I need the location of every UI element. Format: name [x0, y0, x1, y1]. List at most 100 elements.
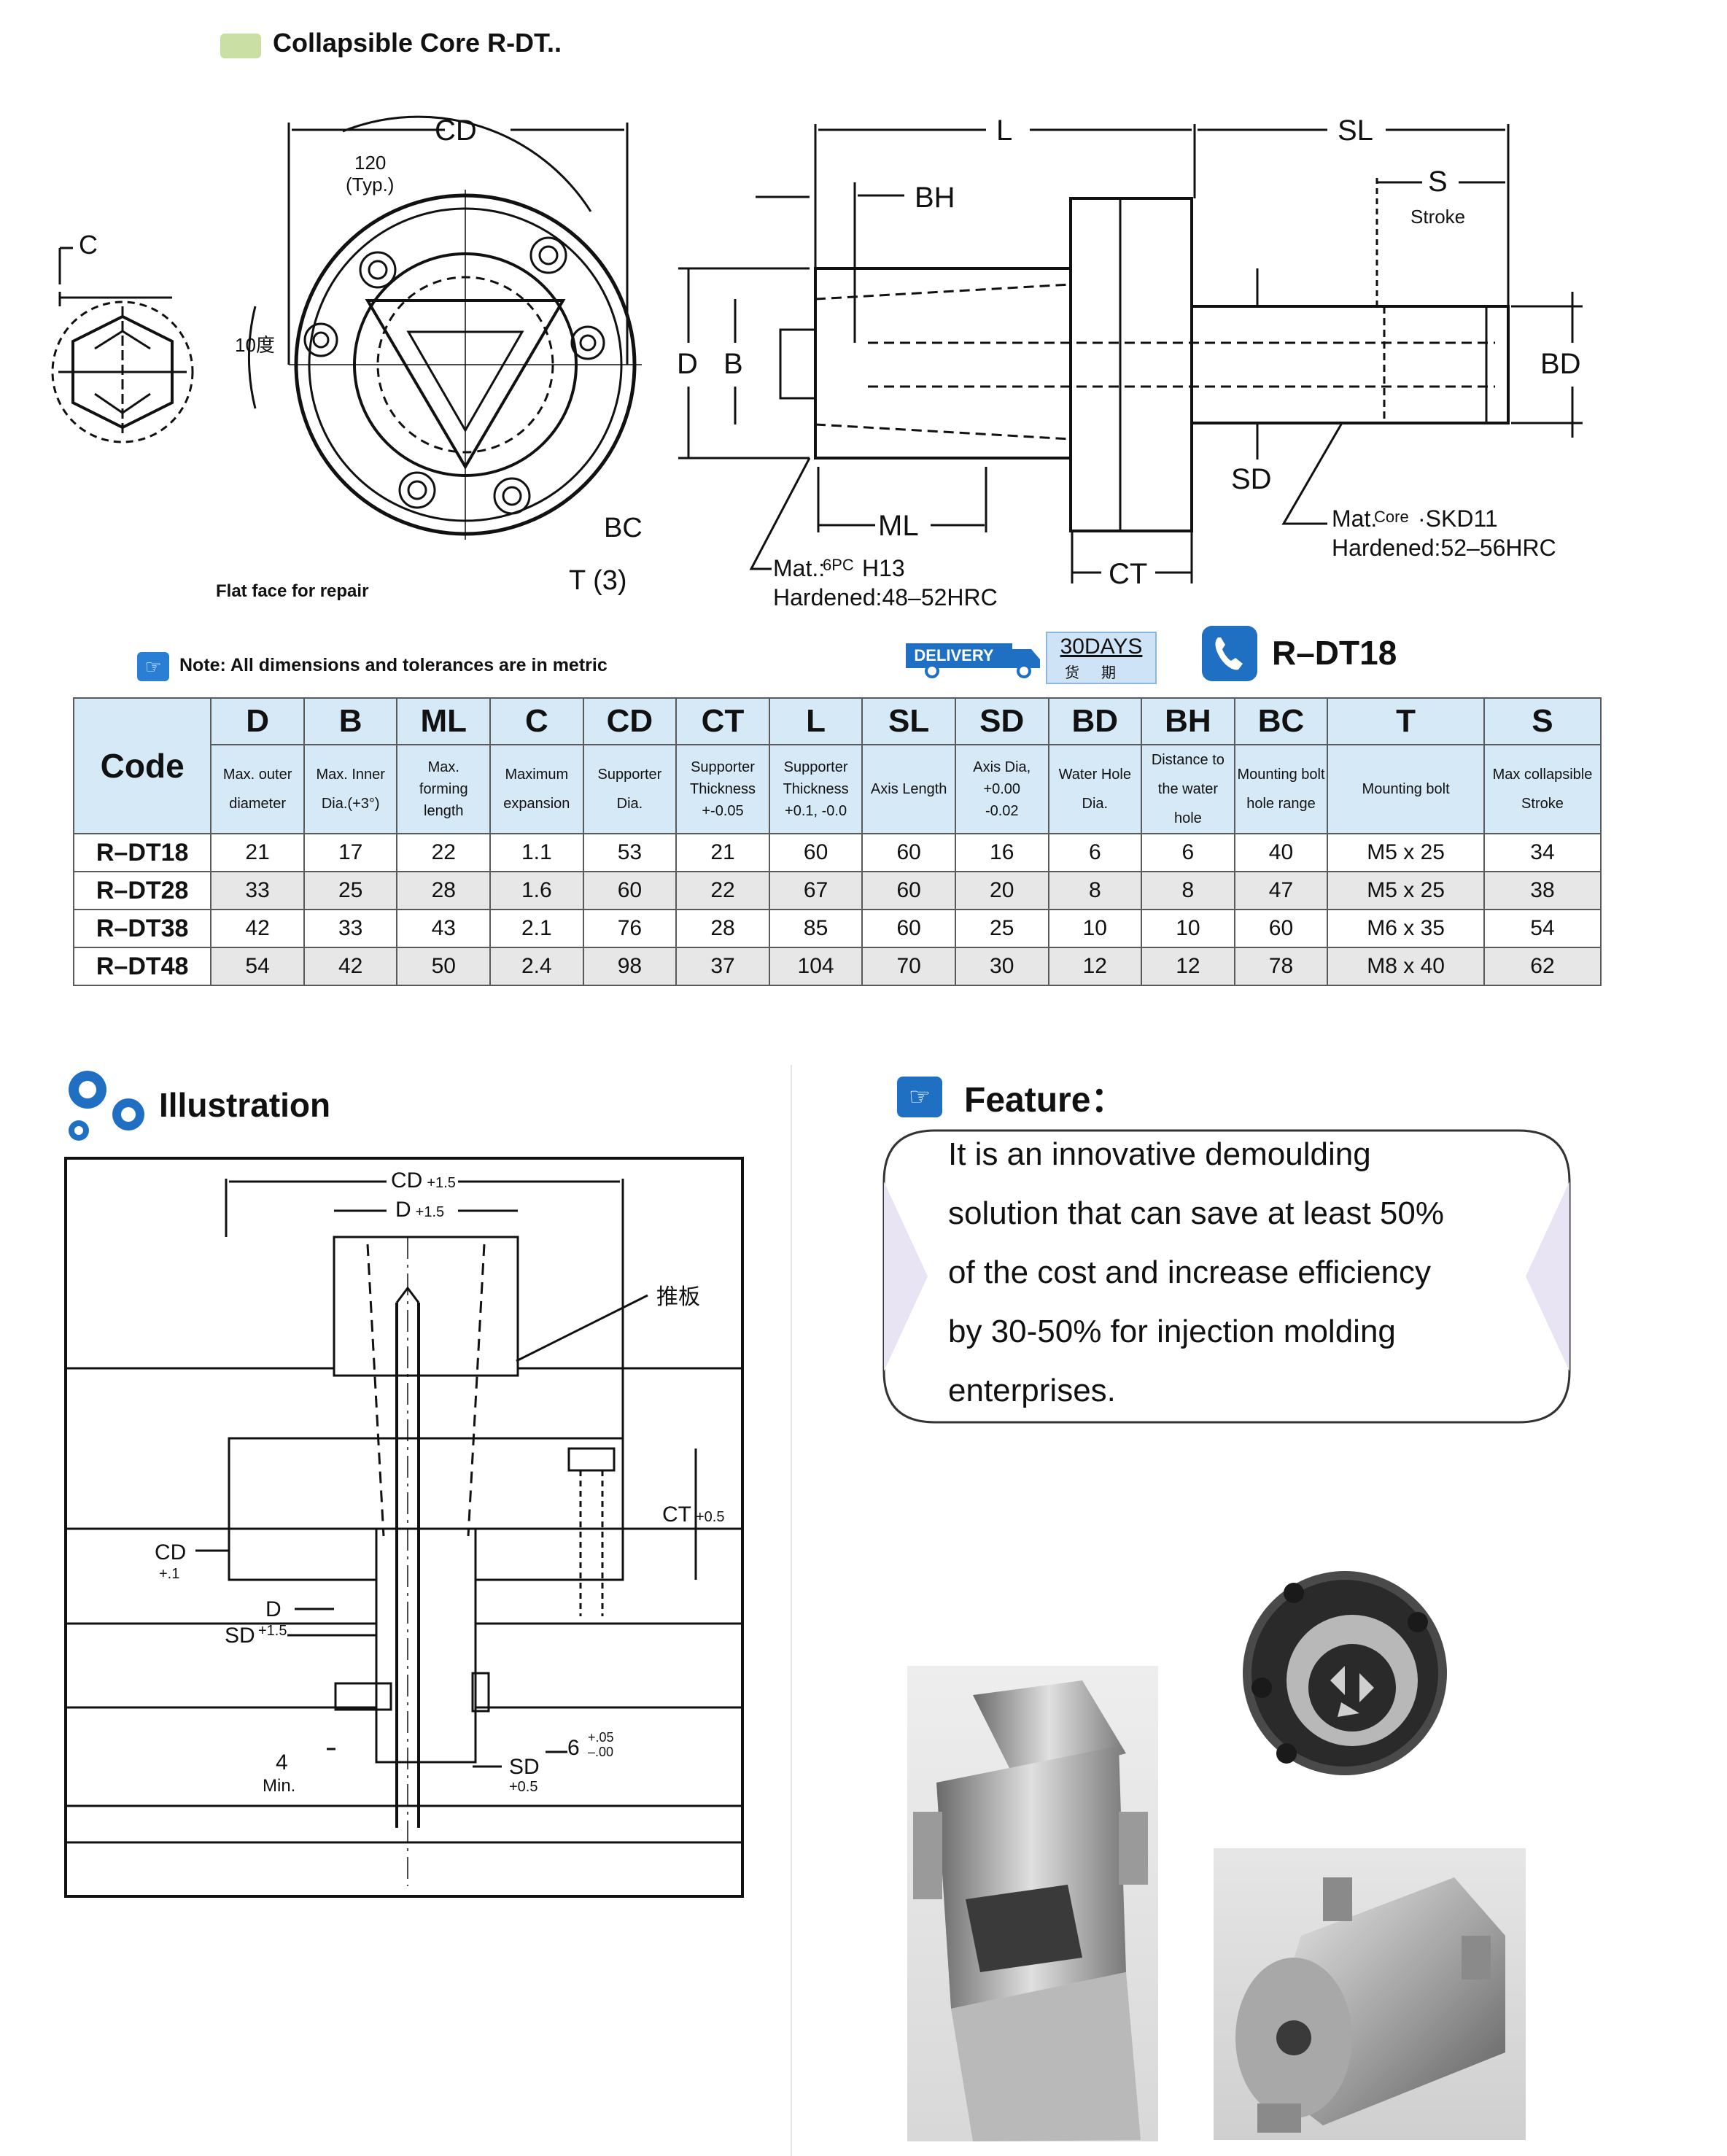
table-cell: 62 — [1483, 947, 1602, 986]
code-header: Code — [72, 697, 212, 834]
metric-note: Note: All dimensions and tolerances are … — [179, 655, 608, 675]
mold-illustration: CD+1.5 D+1.5 推板 CT+0.5 CD +.1 D +1.5 SD … — [64, 1157, 744, 1898]
mat2-sup: Core — [1374, 508, 1409, 526]
table-cell: 53 — [582, 833, 678, 872]
table-cell: 54 — [210, 947, 305, 986]
row-code: R–DT28 — [72, 871, 212, 910]
table-cell: 12 — [1141, 947, 1235, 986]
table-cell: 10 — [1047, 909, 1143, 948]
ill-cd: CD+1.5 — [391, 1168, 456, 1193]
column-description-line: Dia.(+3°) — [321, 796, 380, 812]
column-symbol-bc: BC — [1233, 697, 1329, 745]
column-description-line: Axis Dia, — [973, 759, 1031, 775]
product-photo-front — [1235, 1564, 1454, 1780]
feature-title: Feature： — [964, 1081, 1126, 1120]
table-cell: 1.6 — [489, 871, 584, 910]
table-cell: 34 — [1483, 833, 1602, 872]
column-symbol-l: L — [768, 697, 864, 745]
column-description-line: expansion — [503, 796, 570, 812]
delivery-label: DELIVERY — [914, 646, 994, 664]
core-side-view — [678, 124, 1583, 583]
table-cell: 21 — [675, 833, 770, 872]
table-cell: 25 — [303, 871, 398, 910]
table-cell: 60 — [582, 871, 678, 910]
delivery-days-badge: 30DAYS 货期 — [1046, 632, 1157, 684]
stroke-label: Stroke — [1410, 206, 1465, 228]
column-symbol-bh: BH — [1141, 697, 1235, 745]
product-photo-angle — [1214, 1848, 1526, 2140]
title-chip — [220, 34, 261, 58]
column-symbol-b: B — [303, 697, 398, 745]
delivery-days: 30DAYS — [1060, 635, 1143, 659]
table-cell: 85 — [768, 909, 864, 948]
mat1-sup: 6PC — [823, 556, 854, 574]
table-cell: 30 — [954, 947, 1049, 986]
core-end-view — [51, 247, 194, 443]
feature-line: of the cost and increase efficiency — [948, 1255, 1432, 1290]
table-cell: 12 — [1047, 947, 1143, 986]
ill-ct: CT+0.5 — [662, 1502, 724, 1527]
dim-ml: ML — [878, 510, 919, 542]
column-description-line: the water hole — [1157, 781, 1219, 826]
column-description-line: Max. — [427, 759, 459, 775]
ill-six-tol2: –.00 — [588, 1745, 613, 1759]
mat1-val: H13 — [862, 555, 905, 581]
feature-line: solution that can save at least 50% — [948, 1195, 1444, 1231]
column-description-line: Max collapsible — [1492, 767, 1593, 783]
dim-angle: 120 — [354, 152, 386, 174]
table-cell: 1.1 — [489, 833, 584, 872]
dim-bh: BH — [915, 182, 955, 214]
hard2: Hardened:52–56HRC — [1332, 535, 1556, 561]
phone-icon — [1202, 626, 1257, 681]
ill-six: 6 — [567, 1736, 580, 1760]
column-symbol-sl: SL — [861, 697, 956, 745]
table-cell: M5 x 25 — [1327, 871, 1485, 910]
dim-c: C — [79, 230, 98, 260]
table-cell: 54 — [1483, 909, 1602, 948]
column-description-line: +0.1, -0.0 — [785, 803, 847, 819]
ill-sd2: SD — [509, 1755, 540, 1779]
column-symbol-d: D — [210, 697, 305, 745]
dim-sl: SL — [1338, 115, 1373, 147]
column-description: Mounting bolt — [1327, 744, 1485, 834]
table-cell: 60 — [861, 833, 956, 872]
table-cell: 20 — [954, 871, 1049, 910]
column-description-line: diameter — [229, 796, 287, 812]
table-cell: 47 — [1233, 871, 1329, 910]
table-cell: 60 — [861, 909, 956, 948]
page-title: Collapsible Core R-DT.. — [273, 28, 562, 58]
table-cell: 33 — [303, 909, 398, 948]
ill-six-tol1: +.05 — [588, 1730, 614, 1745]
table-cell: 2.4 — [489, 947, 584, 986]
table-cell: 22 — [675, 871, 770, 910]
column-symbol-t: T — [1327, 697, 1485, 745]
dim-angle-typ: (Typ.) — [346, 174, 394, 195]
table-cell: 6 — [1141, 833, 1235, 872]
column-description-line: +0.00 — [983, 781, 1021, 797]
table-cell: 17 — [303, 833, 398, 872]
dim-bd: BD — [1540, 348, 1581, 380]
mat2-val: ·SKD11 — [1418, 505, 1498, 532]
table-cell: 42 — [303, 947, 398, 986]
table-cell: 8 — [1047, 871, 1143, 910]
dim-t3: T (3) — [569, 565, 627, 596]
flange-front-view — [247, 115, 642, 540]
row-code: R–DT38 — [72, 909, 212, 948]
hand-pointer-icon: ☞ — [137, 652, 169, 681]
ill-four: 4 — [276, 1750, 288, 1775]
ill-d2: D — [265, 1597, 282, 1621]
dim-l: L — [996, 115, 1012, 147]
column-description-line: length — [424, 803, 464, 819]
table-cell: 42 — [210, 909, 305, 948]
column-symbol-sd: SD — [954, 697, 1049, 745]
column-description-line: Stroke — [1521, 796, 1564, 812]
column-description-line: Thickness — [783, 781, 849, 797]
table-cell: 22 — [396, 833, 492, 872]
